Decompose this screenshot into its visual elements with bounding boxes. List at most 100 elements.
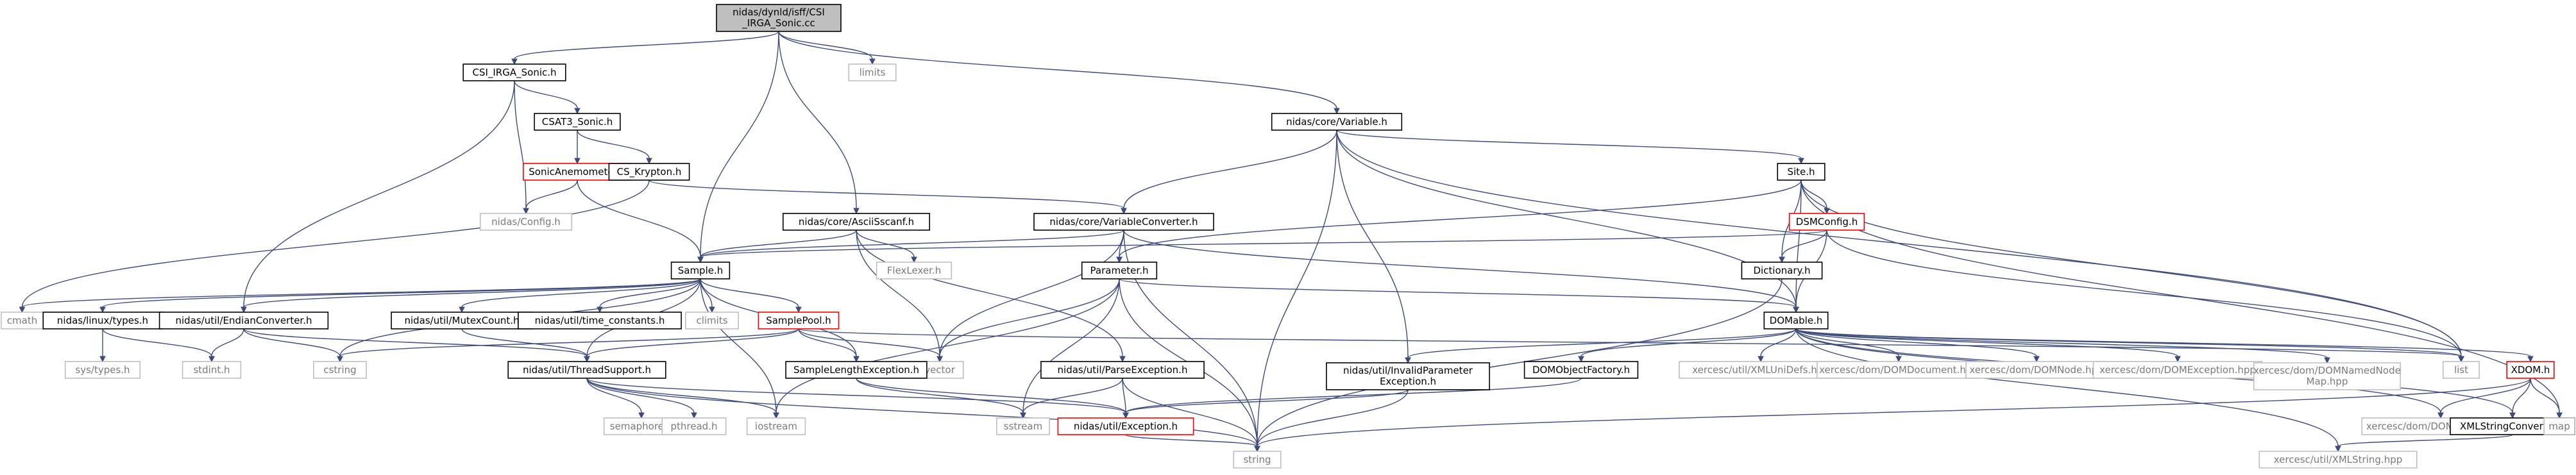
arrowhead-icon	[2174, 356, 2181, 363]
node-label: semaphore.h	[610, 421, 673, 432]
node-label: xercesc/dom/DOMException.hpp	[2099, 364, 2256, 376]
node-flexlexer: FlexLexer.h	[876, 262, 953, 279]
node-box	[1081, 262, 1158, 279]
node-parameter[interactable]: Parameter.h	[1081, 262, 1158, 279]
edge-line	[1781, 229, 1827, 258]
node-label: cstring	[323, 364, 356, 376]
arrowhead-icon	[2437, 412, 2444, 419]
node-box	[2506, 361, 2555, 379]
node-box	[1233, 451, 1282, 469]
edge-domobjfactory-to-utilexception	[1123, 378, 1582, 419]
node-types[interactable]: nidas/linux/types.h	[42, 312, 163, 329]
node-label: XMLStringConverter.h	[2460, 421, 2565, 432]
arrowhead-icon	[1798, 158, 1804, 165]
node-label: nidas/Config.h	[491, 216, 561, 228]
node-variable[interactable]: nidas/core/Variable.h	[1271, 113, 1403, 131]
edge-root-to-limits	[778, 31, 876, 65]
edge-line	[21, 179, 650, 308]
node-label: Sample.h	[678, 265, 724, 276]
node-varconv[interactable]: nidas/core/VariableConverter.h	[1033, 213, 1214, 231]
node-label: Dictionary.h	[1753, 265, 1810, 276]
node-label: nidas/util/Exception.h	[1074, 421, 1178, 432]
node-utilexception[interactable]: nidas/util/Exception.h	[1057, 417, 1194, 435]
node-asciisscanf[interactable]: nidas/core/AsciiSscanf.h	[783, 213, 931, 231]
node-csi_irga[interactable]: CSI_IRGA_Sonic.h	[462, 63, 566, 81]
edge-line	[461, 278, 701, 308]
node-label: FlexLexer.h	[887, 265, 941, 276]
node-box	[1788, 213, 1865, 231]
node-mutexcount[interactable]: nidas/util/MutexCount.h	[391, 312, 533, 329]
edge-line	[1123, 129, 1337, 209]
node-label: vector	[924, 364, 955, 376]
edge-line	[700, 278, 713, 308]
node-label: nidas/util/EndianConverter.h	[175, 315, 312, 326]
edge-line	[243, 328, 341, 357]
node-samplepool[interactable]: SamplePool.h	[758, 312, 840, 329]
edge-types-to-systypes	[99, 328, 106, 363]
node-csat3[interactable]: CSAT3_Sonic.h	[534, 113, 621, 131]
arrowhead-icon	[208, 356, 215, 363]
edge-line	[1257, 378, 2531, 447]
node-dictionary[interactable]: Dictionary.h	[1741, 262, 1823, 279]
node-sample[interactable]: Sample.h	[670, 262, 731, 279]
edge-line	[599, 278, 701, 308]
node-label: iostream	[755, 421, 797, 432]
edge-line	[1257, 129, 1337, 447]
node-xdom[interactable]: XDOM.h	[2506, 361, 2555, 379]
edge-line	[1257, 389, 1409, 447]
edge-line	[586, 378, 1258, 447]
arrowhead-icon	[646, 158, 652, 165]
edge-line	[700, 229, 857, 258]
node-domobjfactory[interactable]: DOMObjectFactory.h	[1523, 361, 1639, 379]
node-stdint: stdint.h	[182, 361, 242, 379]
node-label: xercesc/dom/DOMDocument.hpp	[1819, 364, 1978, 376]
node-root[interactable]: nidas/dynld/isff/CSI_IRGA_Sonic.cc	[716, 4, 842, 32]
edge-line	[700, 278, 777, 413]
edge-line	[798, 328, 940, 357]
node-dsmconfig[interactable]: DSMConfig.h	[1788, 213, 1865, 231]
edge-samplepool-to-list	[798, 328, 2464, 363]
node-box	[876, 262, 953, 279]
edge-sample-to-timeconst	[597, 278, 701, 313]
node-site[interactable]: Site.h	[1777, 163, 1826, 181]
node-domable[interactable]: DOMable.h	[1763, 312, 1829, 329]
node-box	[848, 63, 897, 81]
edge-line	[856, 229, 1123, 357]
node-samplelenexc[interactable]: SampleLengthException.h	[785, 361, 928, 379]
edge-domable-to-xdom	[1795, 328, 2534, 363]
edge-line	[648, 179, 1124, 209]
edge-variable-to-string	[1254, 129, 1337, 453]
edge-line	[2530, 378, 2560, 413]
edge-sample-to-samplepool	[700, 278, 802, 313]
edge-line	[2337, 434, 2513, 447]
node-box	[534, 113, 621, 131]
edge-line	[577, 129, 650, 159]
node-box	[1523, 361, 1639, 379]
edge-asciisscanf-to-parseexc	[856, 229, 1126, 363]
node-timeconst[interactable]: nidas/util/time_constants.h	[518, 312, 682, 329]
node-box	[716, 4, 842, 32]
node-threadsupport[interactable]: nidas/util/ThreadSupport.h	[507, 361, 666, 379]
node-parseexc[interactable]: nidas/util/ParseException.h	[1040, 361, 1205, 379]
node-domdocument: xercesc/dom/DOMDocument.hpp	[1817, 361, 1981, 379]
edge-line	[1795, 328, 2037, 357]
node-label: DSMConfig.h	[1796, 216, 1858, 228]
node-cs_krypton[interactable]: CS_Krypton.h	[608, 163, 690, 181]
node-cstring: cstring	[313, 361, 367, 379]
node-box	[785, 361, 928, 379]
node-box	[608, 163, 690, 181]
edge-domable-to-domobjfactory	[1578, 328, 1797, 363]
edge-threadsupport-to-semaphore	[586, 378, 645, 419]
node-endian[interactable]: nidas/util/EndianConverter.h	[158, 312, 329, 329]
node-box	[1057, 417, 1194, 435]
edge-line	[514, 80, 527, 209]
node-box	[783, 213, 931, 231]
edge-cs_krypton-to-varconv	[648, 179, 1127, 215]
arrowhead-icon	[574, 108, 580, 115]
edge-line	[778, 31, 1337, 109]
node-label: sys/types.h	[75, 364, 130, 376]
arrowhead-icon	[1758, 356, 1764, 363]
node-limits: limits	[848, 63, 897, 81]
edge-line	[461, 328, 588, 357]
